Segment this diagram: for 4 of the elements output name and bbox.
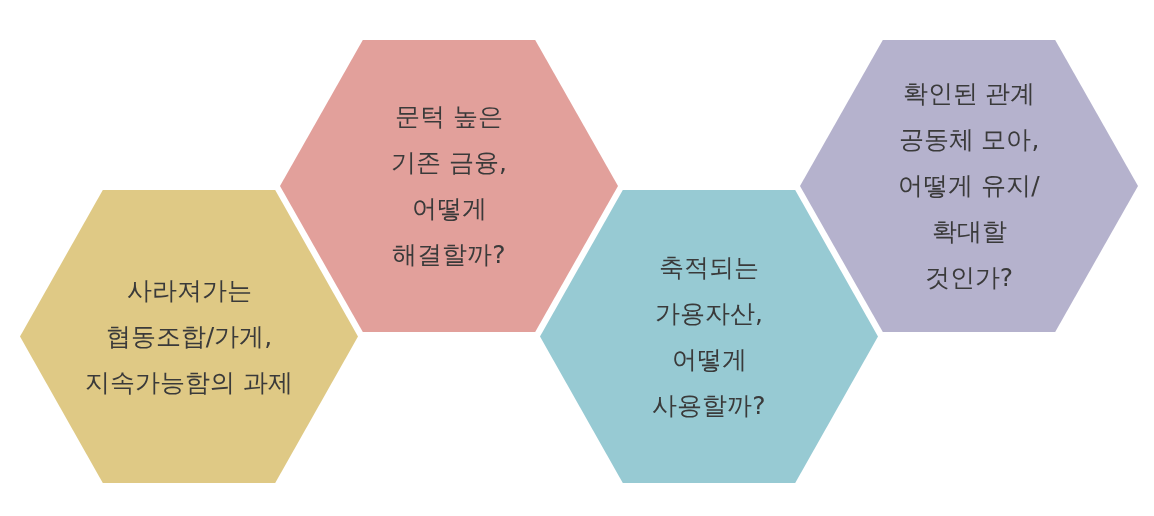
hexagon-text: 사라져가는 협동조합/가게, 지속가능함의 과제 xyxy=(84,274,294,399)
hexagon-text: 확인된 관계 공동체 모아, 어떻게 유지/확대할 것인가? xyxy=(897,78,1041,294)
hexagon-text: 문턱 높은 기존 금융, 어떻게 해결할까? xyxy=(390,101,508,271)
hexagon-text: 축적되는 가용자산, 어떻게 사용할까? xyxy=(651,251,767,422)
